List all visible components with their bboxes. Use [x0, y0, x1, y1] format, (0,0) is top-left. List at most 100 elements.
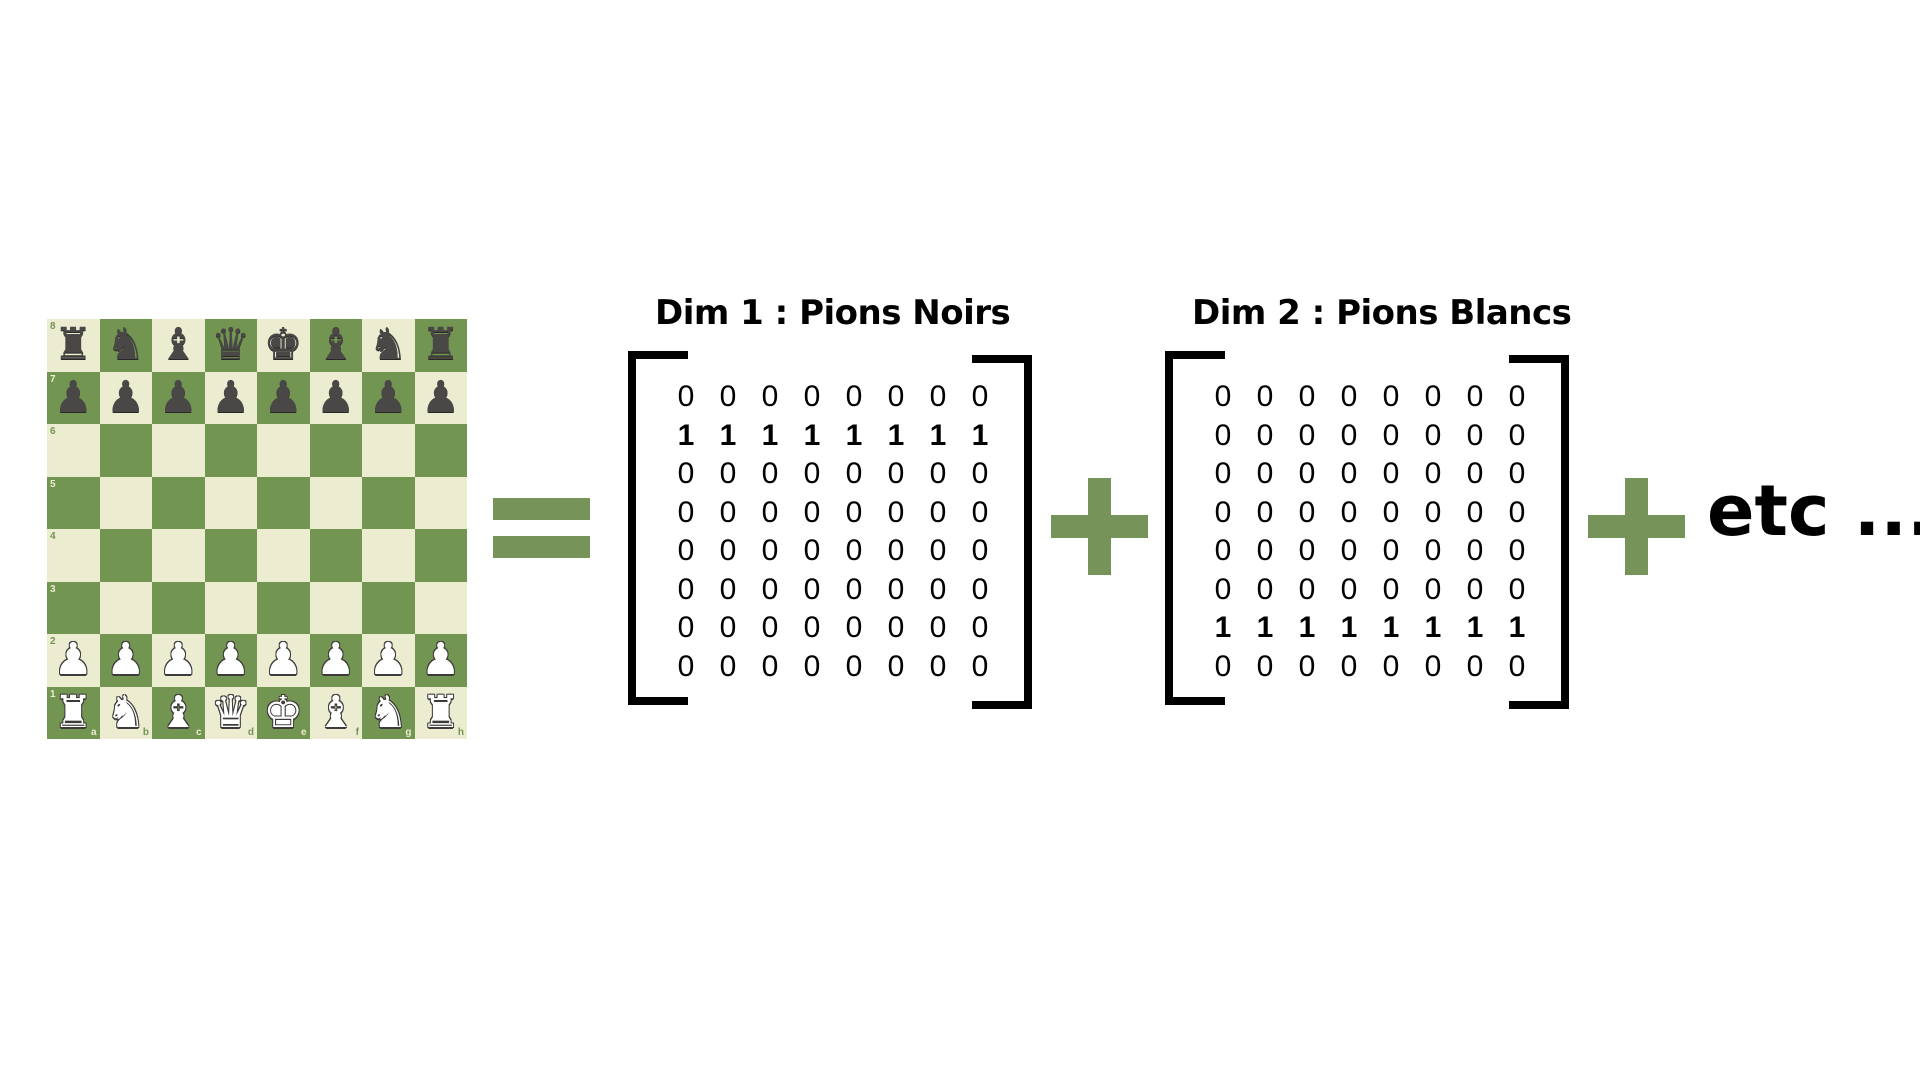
- white-pawn-icon: ♟: [316, 634, 356, 686]
- matrix-cell: 0: [803, 534, 821, 568]
- matrix-cell: 0: [719, 649, 737, 683]
- equals-bar-top: [493, 498, 590, 520]
- board-square-d5: [204, 476, 257, 529]
- matrix-cell: 0: [1424, 418, 1442, 452]
- matrix-cell: 0: [971, 457, 989, 491]
- matrix-cell: 0: [887, 572, 905, 606]
- matrix-cell: 1: [1340, 611, 1358, 645]
- board-square-h3: [414, 581, 467, 634]
- matrix-cell: 0: [1508, 418, 1526, 452]
- matrix-cell: 0: [719, 611, 737, 645]
- matrix-cell: 0: [1466, 495, 1484, 529]
- matrix-cell: 0: [1508, 534, 1526, 568]
- board-square-e6: [257, 424, 310, 477]
- board-square-e1: ♚e: [257, 686, 310, 739]
- white-knight-icon: ♞: [106, 686, 146, 738]
- rank-label: 6: [50, 426, 56, 437]
- matrix-cell: 0: [1508, 495, 1526, 529]
- matrix-cell: 0: [1256, 534, 1274, 568]
- rank-label: 8: [50, 321, 56, 332]
- matrix-cell: 0: [929, 534, 947, 568]
- board-square-h1: ♜h: [414, 686, 467, 739]
- board-square-g5: [362, 476, 415, 529]
- board-square-c5: [152, 476, 205, 529]
- white-bishop-icon: ♝: [158, 686, 198, 738]
- board-square-h7: ♟: [414, 371, 467, 424]
- matrix-cell: 0: [1466, 649, 1484, 683]
- matrix-cell: 0: [1382, 649, 1400, 683]
- matrix-cell: 0: [929, 649, 947, 683]
- matrix-cell: 0: [887, 380, 905, 414]
- matrix-cell: 0: [1382, 457, 1400, 491]
- board-square-a3: 3: [47, 581, 100, 634]
- matrix-cell: 0: [887, 495, 905, 529]
- matrix-cell: 0: [1340, 418, 1358, 452]
- board-square-f3: [309, 581, 362, 634]
- matrix-cell: 0: [677, 380, 695, 414]
- matrix-1-title: Dim 1 : Pions Noirs: [655, 293, 1011, 333]
- white-pawn-icon: ♟: [158, 634, 198, 686]
- matrix-cell: 0: [1214, 534, 1232, 568]
- black-king-icon: ♚: [263, 319, 303, 371]
- board-square-f8: ♝: [309, 319, 362, 372]
- matrix-cell: 0: [1256, 418, 1274, 452]
- matrix-cell: 0: [1382, 534, 1400, 568]
- matrix-cell: 0: [1466, 457, 1484, 491]
- matrix-cell: 0: [761, 572, 779, 606]
- matrix-cell: 0: [1298, 495, 1316, 529]
- rank-label: 3: [50, 583, 56, 595]
- board-square-c3: [152, 581, 205, 634]
- matrix-cell: 0: [803, 457, 821, 491]
- matrix-cell: 0: [677, 649, 695, 683]
- board-square-b1: ♞b: [99, 686, 152, 739]
- matrix-cell: 0: [1466, 418, 1484, 452]
- matrix-cell: 0: [1382, 380, 1400, 414]
- white-knight-icon: ♞: [368, 686, 408, 738]
- board-square-f1: ♝f: [309, 686, 362, 739]
- matrix-cell: 0: [845, 611, 863, 645]
- board-square-b4: [99, 529, 152, 582]
- board-square-e3: [257, 581, 310, 634]
- matrix-cell: 0: [845, 495, 863, 529]
- matrix-cell: 0: [1424, 534, 1442, 568]
- plus-vertical-bar: [1625, 478, 1648, 575]
- black-pawn-icon: ♟: [211, 371, 251, 423]
- matrix-cell: 0: [1508, 572, 1526, 606]
- file-label: c: [195, 727, 202, 738]
- board-square-b5: [99, 476, 152, 529]
- board-square-g8: ♞: [362, 319, 415, 372]
- plus-vertical-bar: [1088, 478, 1111, 575]
- board-square-a2: ♟2: [47, 634, 100, 687]
- board-square-e5: [257, 476, 310, 529]
- matrix-cell: 0: [1298, 534, 1316, 568]
- matrix-cell: 1: [887, 418, 905, 452]
- black-pawn-icon: ♟: [106, 371, 146, 423]
- board-square-h8: ♜: [414, 319, 467, 372]
- matrix-cell: 0: [677, 572, 695, 606]
- matrix-cell: 0: [1298, 418, 1316, 452]
- matrix-cell: 1: [971, 418, 989, 452]
- matrix-cell: 0: [971, 649, 989, 683]
- matrix-cell: 0: [971, 495, 989, 529]
- rank-label: 1: [50, 688, 56, 700]
- white-king-icon: ♚: [263, 686, 303, 738]
- matrix-cell: 0: [677, 611, 695, 645]
- matrix-cell: 1: [1466, 611, 1484, 645]
- board-square-c8: ♝: [152, 319, 205, 372]
- equals-bar-bottom: [493, 536, 590, 558]
- matrix-cell: 0: [1382, 418, 1400, 452]
- board-square-g3: [362, 581, 415, 634]
- matrix-cell: 0: [677, 495, 695, 529]
- board-square-h4: [414, 529, 467, 582]
- matrix-cell: 0: [1424, 572, 1442, 606]
- matrix-cell: 0: [887, 611, 905, 645]
- board-square-a8: ♜8: [47, 319, 100, 372]
- board-square-c7: ♟: [152, 371, 205, 424]
- matrix-cell: 0: [1382, 572, 1400, 606]
- matrix-cell: 0: [845, 457, 863, 491]
- file-label: h: [457, 727, 464, 738]
- board-square-h5: [414, 476, 467, 529]
- matrix-cell: 0: [845, 649, 863, 683]
- board-square-b8: ♞: [99, 319, 152, 372]
